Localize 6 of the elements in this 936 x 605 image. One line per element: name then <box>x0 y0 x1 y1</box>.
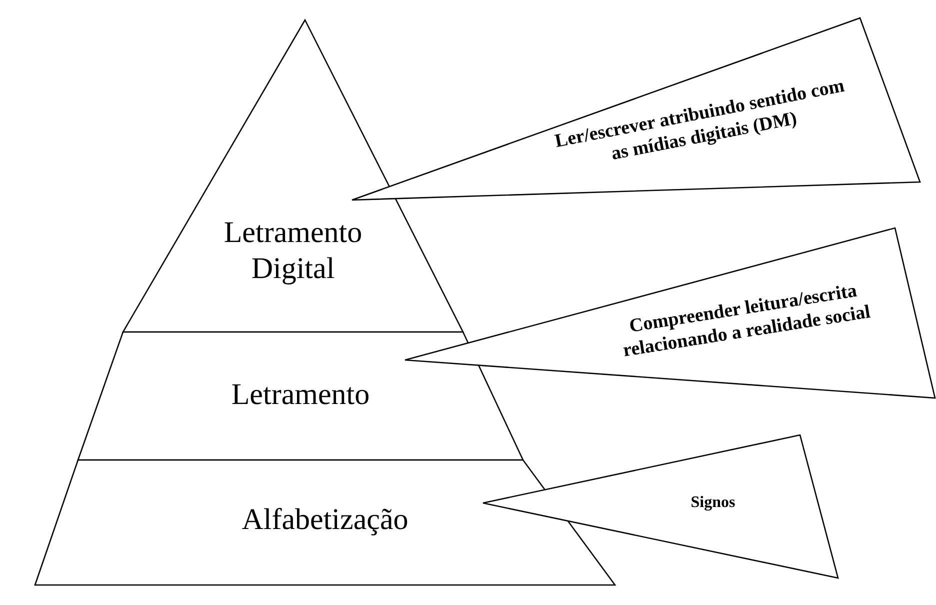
callout-text: Signos <box>690 493 736 512</box>
level-label: Alfabetização <box>240 502 410 538</box>
callout-text: Ler/escrever atribuindo sentido com as mídias digitais (DM) <box>552 74 848 166</box>
callout-text: Compreender leitura/escrita relacionando a realidade social <box>620 279 873 364</box>
level-label: Letramento Digital <box>222 215 364 287</box>
level-label: Letramento <box>230 377 371 413</box>
